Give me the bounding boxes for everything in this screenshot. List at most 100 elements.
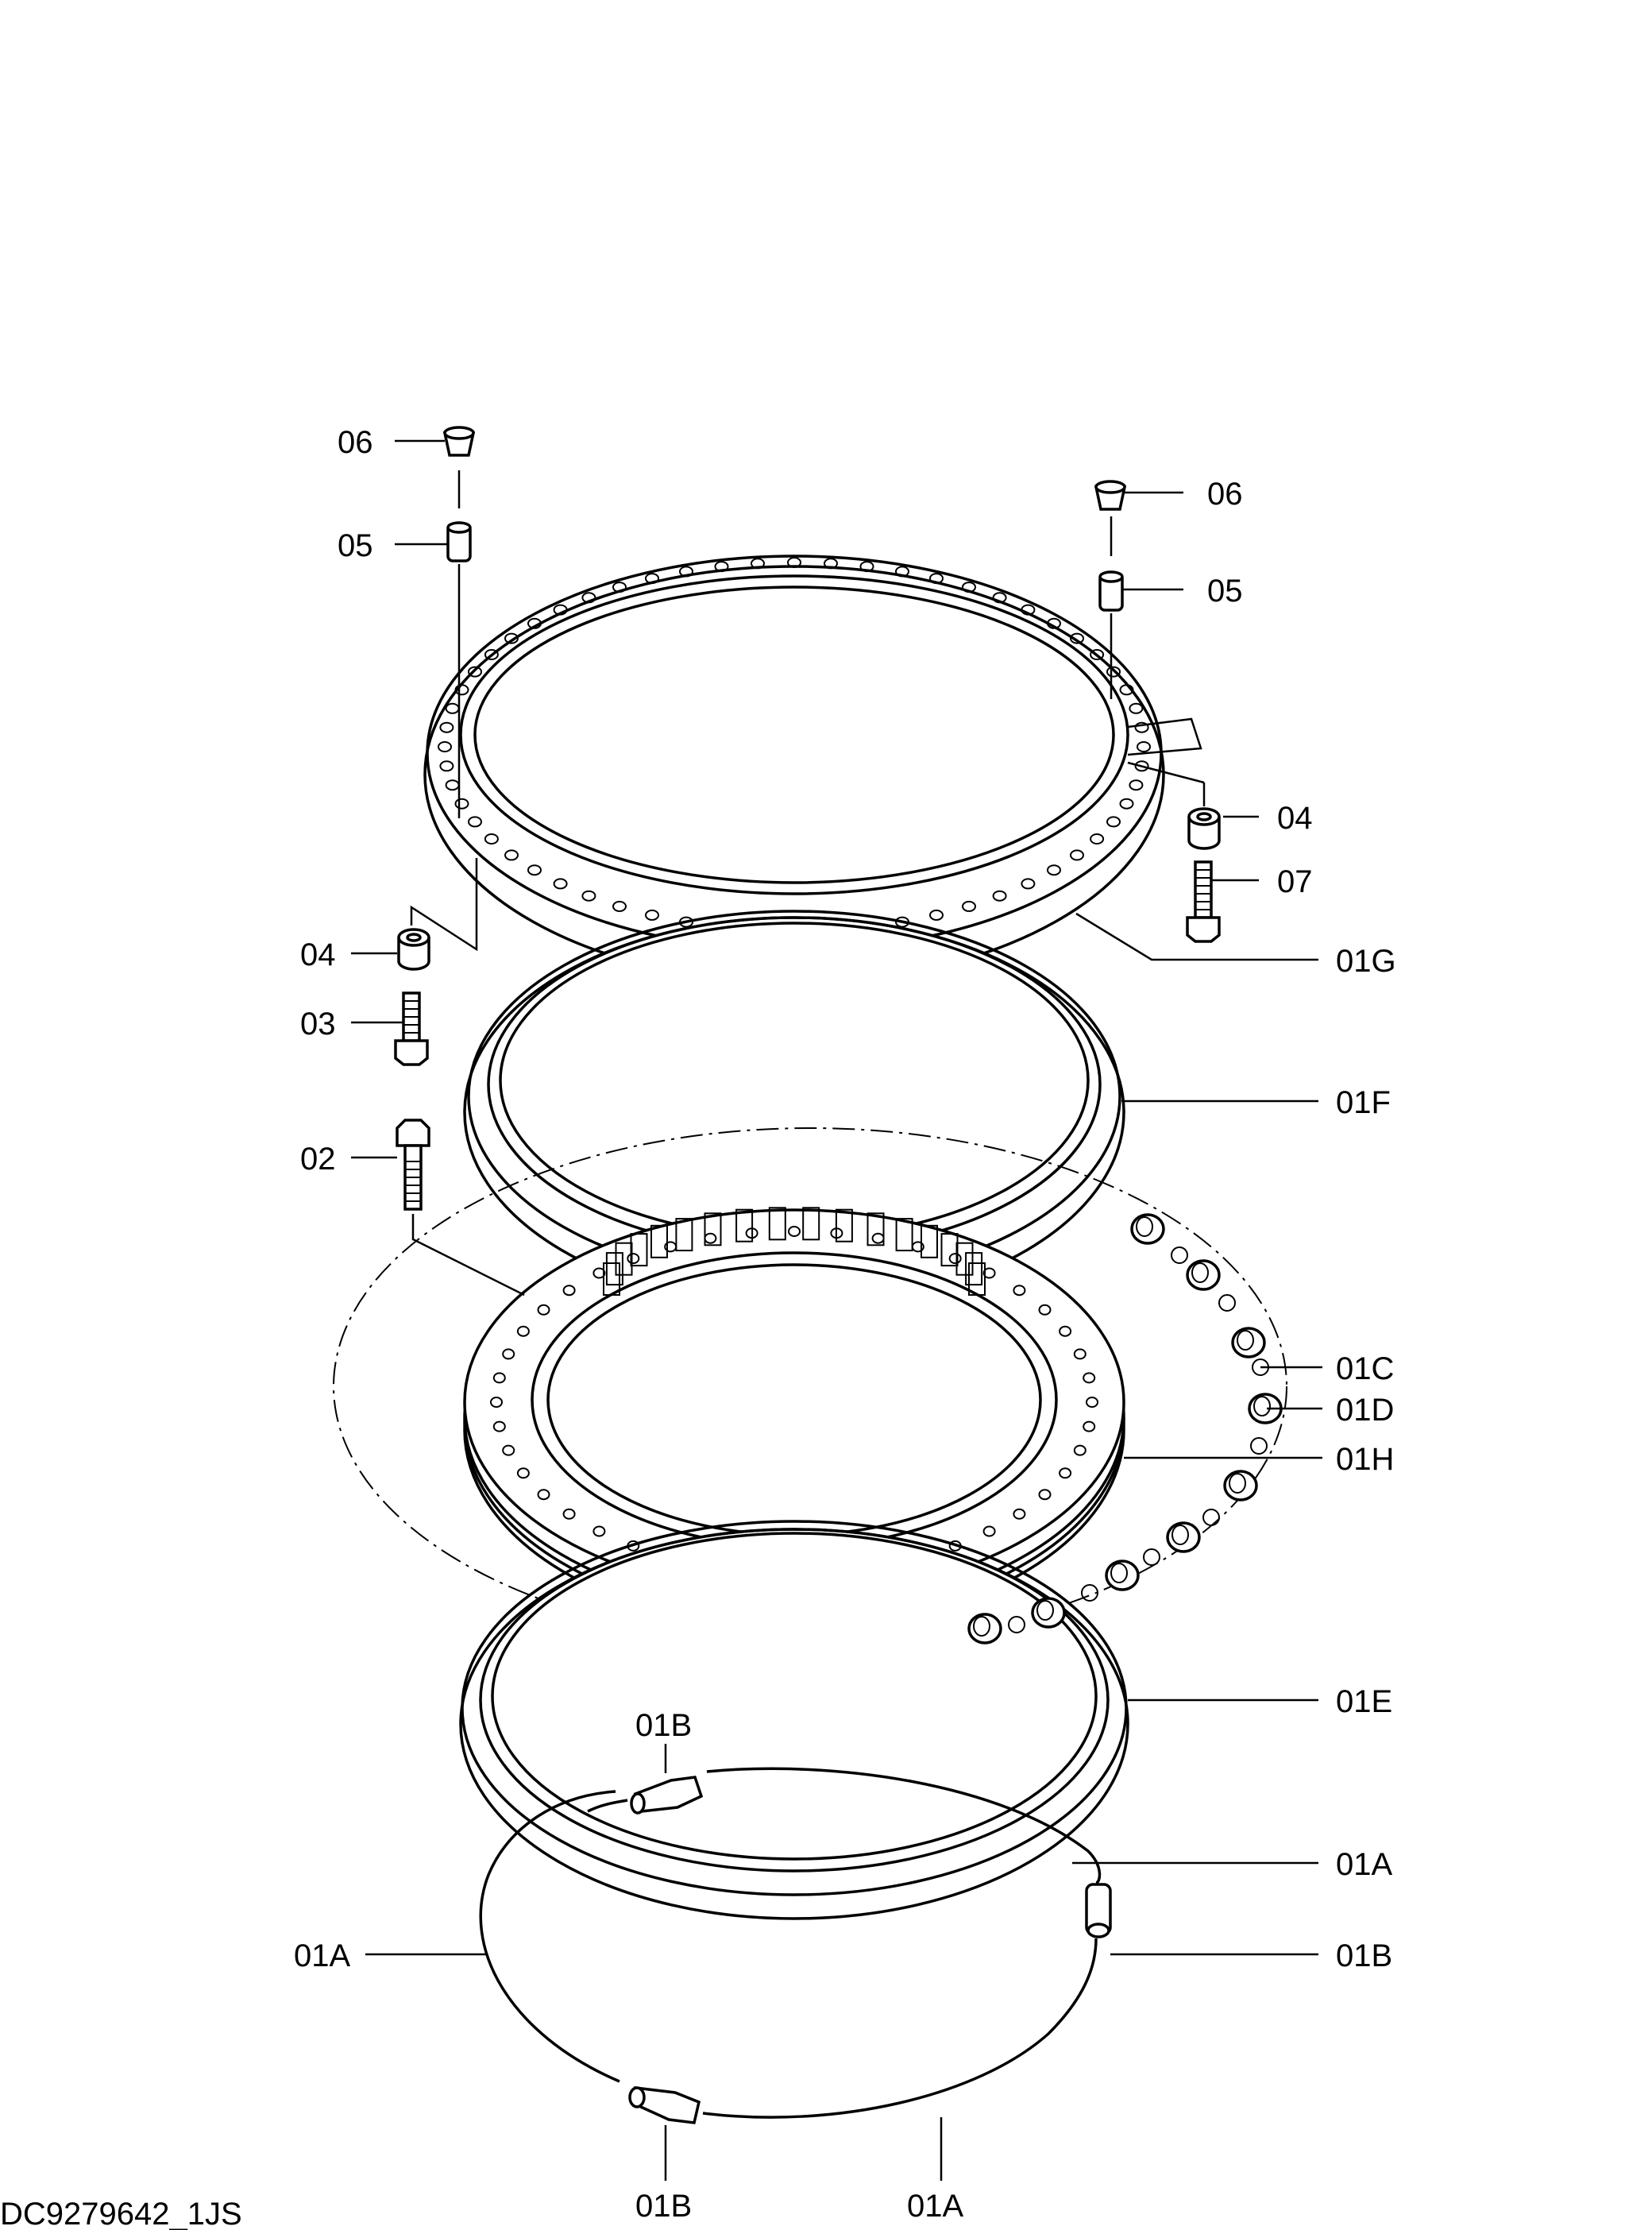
bolt-hole (484, 833, 499, 844)
bolt-hole (1059, 1325, 1072, 1337)
gear-tooth (921, 1224, 938, 1258)
bolt-hole (745, 1227, 758, 1239)
label-01B-bottom: 01B (635, 2189, 692, 2224)
bolt-hole (992, 890, 1007, 902)
bolt-hole (1047, 617, 1061, 629)
bolt-hole (664, 1241, 677, 1253)
roller-face (1171, 1525, 1189, 1545)
bolt-hole (788, 1226, 801, 1237)
label-01A-right: 01A (1336, 1847, 1392, 1882)
bolt-hole (592, 1525, 606, 1537)
spacer-ball (1143, 1548, 1160, 1566)
bolt-hole (492, 1420, 506, 1432)
bolt-hole (679, 566, 693, 578)
roller (1031, 1597, 1066, 1629)
part-07-bolt (1186, 860, 1221, 943)
label-01C: 01C (1336, 1351, 1394, 1386)
bolt-hole (527, 617, 542, 629)
bolt-hole (895, 566, 909, 578)
bolt-hole (537, 1304, 550, 1316)
bolt-hole (492, 1372, 506, 1384)
gear-tooth (835, 1208, 853, 1243)
label-04-right: 04 (1277, 801, 1313, 836)
label-05-left: 05 (338, 528, 373, 563)
bolt-hole (645, 573, 659, 585)
bolt-hole (1059, 1467, 1072, 1479)
part-01F-upper-race (463, 910, 1125, 1308)
bolt-hole (1119, 684, 1134, 696)
label-01A-left: 01A (294, 1938, 350, 1973)
gear-tooth (965, 1252, 983, 1286)
bolt-hole (1137, 741, 1151, 752)
bolt-hole (1070, 632, 1084, 644)
bolt-hole (504, 632, 519, 644)
bolt-hole (714, 561, 729, 573)
bolt-hole (929, 909, 944, 921)
part-01B-connector-bottom (628, 2086, 701, 2124)
bolt-hole (612, 900, 627, 912)
bolt-hole (1070, 849, 1084, 861)
label-02: 02 (300, 1142, 336, 1177)
label-01G: 01G (1336, 944, 1396, 979)
part-01G-outer-ring (423, 555, 1165, 984)
bolt-hole (562, 1508, 576, 1520)
bolt-hole (592, 1267, 606, 1279)
bolt-hole (1021, 604, 1036, 616)
spacer-ball (1218, 1294, 1236, 1312)
bolt-hole (982, 1267, 996, 1279)
roller (1231, 1327, 1266, 1358)
bolt-hole (1129, 779, 1144, 791)
part-04-bushing-right (1187, 807, 1221, 850)
bolt-hole (439, 721, 454, 733)
label-01B-top: 01B (635, 1708, 692, 1743)
bolt-hole (454, 798, 469, 810)
bolt-hole (962, 582, 976, 593)
part-01E-lower-race (459, 1520, 1129, 1920)
bolt-hole (1106, 666, 1121, 678)
bolt-hole (1134, 760, 1149, 772)
gear-tooth (650, 1224, 668, 1258)
label-01F: 01F (1336, 1085, 1391, 1120)
bolt-hole (1038, 1304, 1052, 1316)
bolt-hole (962, 900, 976, 912)
roller-face (1110, 1563, 1128, 1583)
gear-tooth (603, 1262, 620, 1296)
bolt-hole (1086, 1397, 1098, 1408)
part-01B-connector-top (630, 1776, 704, 1815)
bolt-hole (992, 592, 1007, 604)
bolt-hole (1038, 1489, 1052, 1501)
bolt-hole (581, 592, 596, 604)
label-01D: 01D (1336, 1393, 1394, 1428)
roller-face (1253, 1396, 1271, 1416)
gear-tooth (867, 1212, 885, 1246)
label-01E: 01E (1336, 1684, 1392, 1719)
roller (1223, 1470, 1258, 1501)
roller-face (973, 1616, 990, 1637)
roller-face (1237, 1330, 1254, 1351)
bolt-hole (824, 558, 838, 570)
roller-face (1191, 1262, 1209, 1283)
roller-face (1136, 1216, 1153, 1237)
bolt-hole (1073, 1444, 1087, 1456)
bolt-hole (645, 909, 659, 921)
bolt-hole (1090, 833, 1105, 844)
part-03-bolt (394, 991, 429, 1066)
bolt-hole (562, 1285, 576, 1297)
bolt-hole (581, 890, 596, 902)
spacer-ball (1081, 1584, 1098, 1602)
roller-face (1036, 1600, 1054, 1621)
drawing-id: DC9279642_1JS (0, 2197, 242, 2230)
gear-tooth (735, 1208, 754, 1243)
bolt-hole (1119, 798, 1134, 810)
bolt-hole (787, 557, 801, 568)
bolt-hole (454, 684, 469, 696)
part-06-plug-right (1094, 480, 1127, 511)
bolt-hole (468, 666, 482, 678)
bolt-hole (929, 573, 944, 585)
roller (1186, 1259, 1221, 1291)
bolt-hole (1073, 1348, 1087, 1360)
bolt-hole (871, 1232, 885, 1244)
bolt-hole (553, 604, 568, 616)
